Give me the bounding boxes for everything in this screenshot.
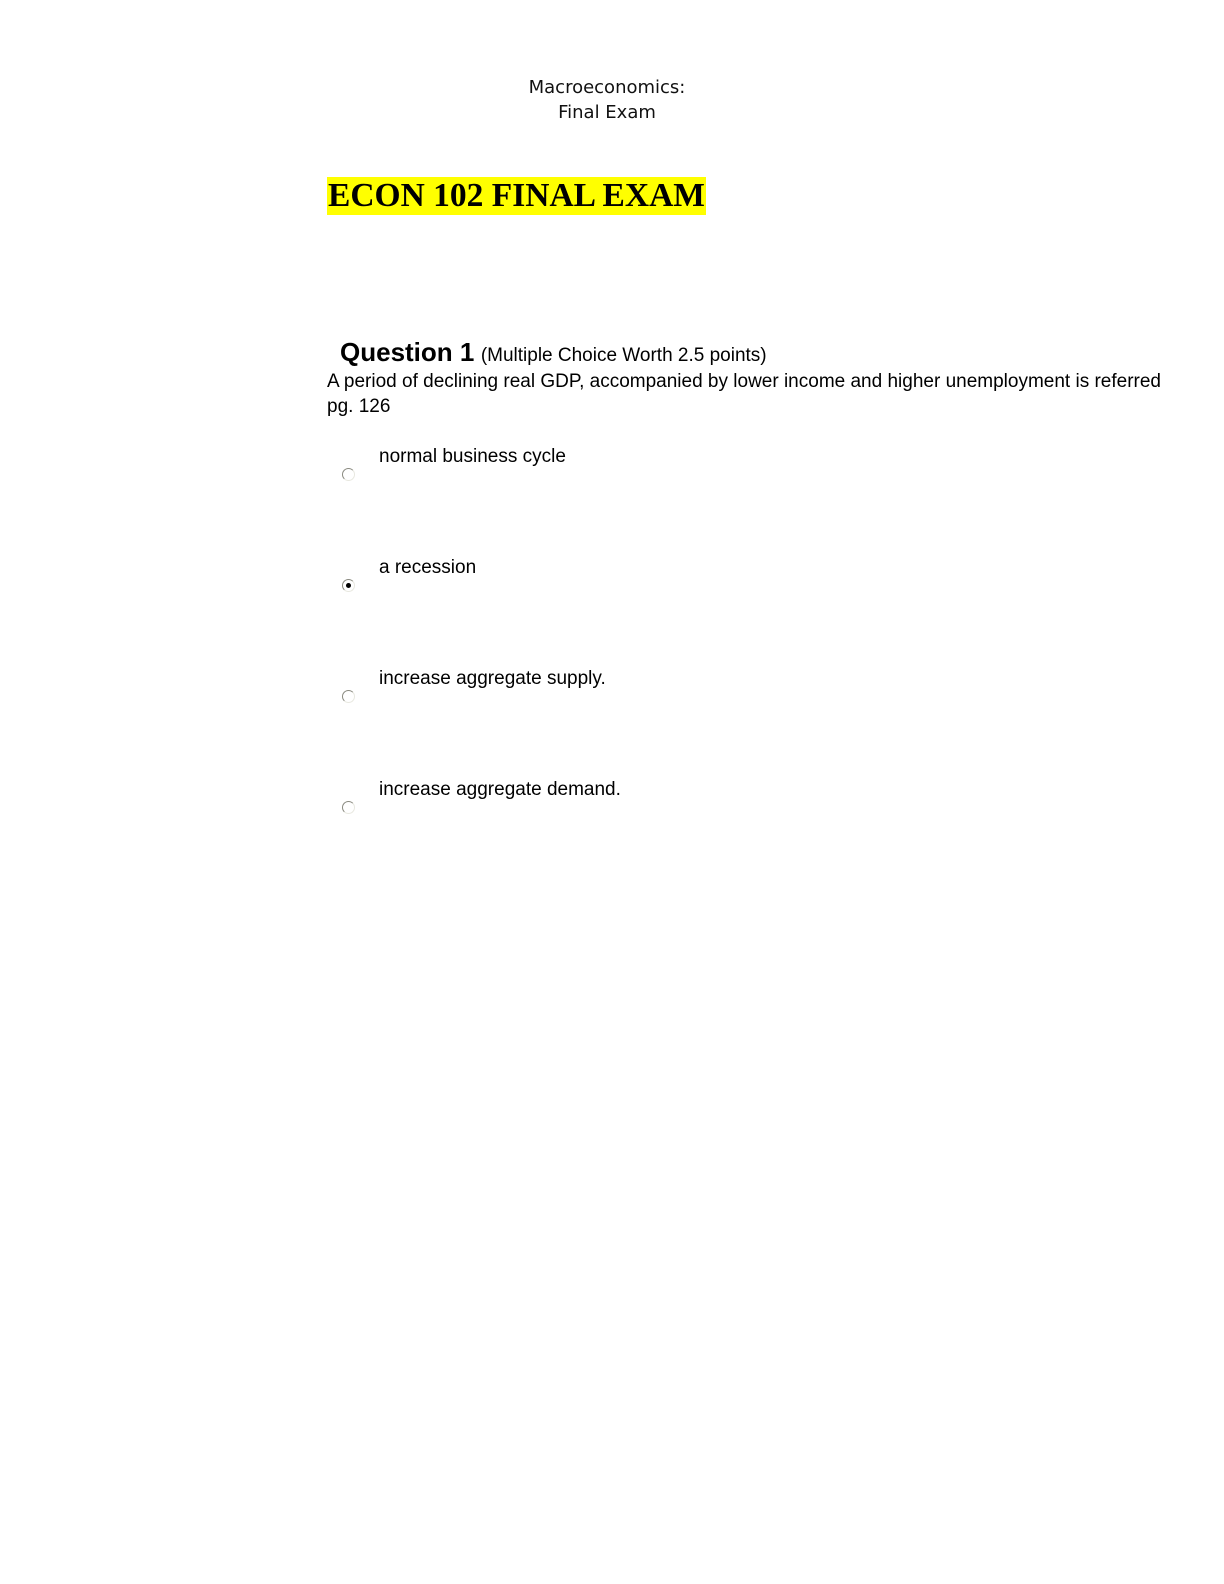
answer-option-label: increase aggregate demand. [379, 779, 621, 800]
answer-option-4[interactable]: increase aggregate demand. [340, 778, 940, 838]
question-page-reference: pg. 126 [327, 396, 391, 417]
answer-option-label: increase aggregate supply. [379, 668, 606, 689]
course-name: Macroeconomics: [528, 77, 686, 98]
exam-title-highlighted: ECON 102 FINAL EXAM [327, 177, 706, 215]
radio-unchecked-icon[interactable] [342, 468, 355, 481]
answer-option-2[interactable]: a recession [340, 556, 940, 616]
answer-option-label: a recession [379, 557, 477, 578]
answer-option-1[interactable]: normal business cycle [340, 445, 940, 505]
question-header: Question 1 (Multiple Choice Worth 2.5 po… [340, 337, 767, 368]
document-header: Macroeconomics: Final Exam [0, 75, 1214, 125]
exam-subtitle: Final Exam [558, 102, 656, 123]
question-meta: (Multiple Choice Worth 2.5 points) [480, 345, 767, 366]
answer-option-label: normal business cycle [379, 446, 566, 467]
question-prompt: A period of declining real GDP, accompan… [327, 369, 1224, 419]
radio-unchecked-icon[interactable] [342, 690, 355, 703]
question-number: Question 1 [340, 337, 475, 367]
radio-checked-icon[interactable] [342, 579, 355, 592]
answer-option-3[interactable]: increase aggregate supply. [340, 667, 940, 727]
radio-unchecked-icon[interactable] [342, 801, 355, 814]
question-prompt-line: A period of declining real GDP, accompan… [327, 371, 1161, 392]
